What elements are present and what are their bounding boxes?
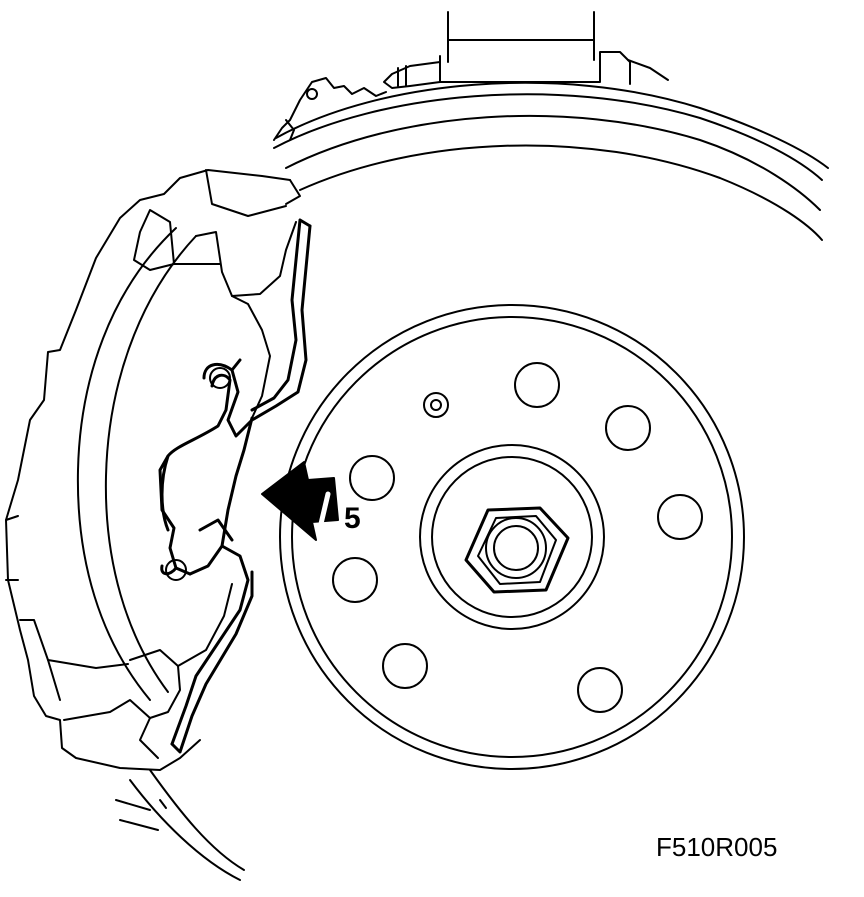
brake-caliper-housing bbox=[5, 169, 301, 771]
caliper-bracket bbox=[383, 11, 669, 89]
wheel-bolt-holes bbox=[332, 362, 703, 713]
callout-arrow bbox=[261, 461, 339, 541]
brake-disc bbox=[115, 77, 829, 881]
hub-nut bbox=[464, 506, 570, 594]
figure-code: F510R005 bbox=[656, 832, 777, 862]
callout-label: 5 bbox=[344, 502, 361, 535]
wheel-hub bbox=[279, 304, 745, 770]
anti-rattle-spring bbox=[158, 218, 312, 754]
